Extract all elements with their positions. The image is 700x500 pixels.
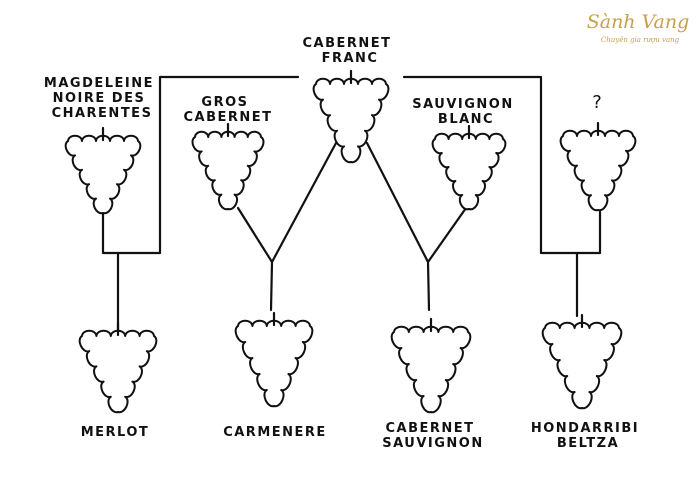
label-cabernet-franc: CABERNET FRANC <box>302 36 397 66</box>
grape-sauvignon-blanc-cluster <box>431 132 507 211</box>
logo-wordmark: Sành Vang <box>587 11 690 33</box>
label-merlot: MERLOT <box>81 425 150 440</box>
grape-clusters <box>64 69 637 414</box>
grape-unknown-icon <box>559 121 637 212</box>
grape-carmenere-cluster <box>234 319 314 408</box>
label-gros-cabernet: GROS CABERNET <box>183 95 272 125</box>
grape-gros-cabernet-icon <box>191 122 265 211</box>
grape-merlot-cluster <box>78 329 158 414</box>
grape-magdeleine-cluster <box>64 134 142 215</box>
label-unknown-parent: ? <box>592 92 602 113</box>
label-magdeleine: MAGDELEINE NOIRE DES CHARENTES <box>44 76 160 121</box>
grape-cabernet-sauvignon-icon <box>390 317 472 414</box>
grape-sauvignon-blanc-icon <box>431 124 507 211</box>
label-cabernet-sauvignon: CABERNET SAUVIGNON <box>382 421 483 451</box>
grape-cabernet-franc-cluster <box>312 77 390 164</box>
label-carmenere: CARMENERE <box>223 425 327 440</box>
edge-merlot-cross <box>101 75 300 255</box>
edge-cabsauv-cross <box>365 141 468 312</box>
grape-cabernet-franc-icon <box>312 69 390 164</box>
edge-hondarribi-cross <box>402 75 602 255</box>
label-sauvignon-blanc: SAUVIGNON BLANC <box>412 97 520 127</box>
label-hondarribi-beltza: HONDARRIBI BELTZA <box>531 421 645 451</box>
logo-tagline: Chuyên gia rượu vang <box>601 36 680 44</box>
brand-logo: Sành Vang Chuyên gia rượu vang <box>587 11 690 44</box>
grape-hondarribi-beltza-icon <box>541 313 623 410</box>
grape-gros-cabernet-cluster <box>191 130 265 211</box>
grape-merlot-icon <box>78 321 158 414</box>
grape-unknown-cluster <box>559 129 637 212</box>
parent-labels: MAGDELEINE NOIRE DES CHARENTES GROS CABE… <box>44 36 602 127</box>
edge-carmenere-cross <box>236 141 338 312</box>
offspring-labels: MERLOT CARMENERE CABERNET SAUVIGNON HOND… <box>81 421 645 451</box>
grape-magdeleine-icon <box>64 126 142 215</box>
grape-cabernet-sauvignon-cluster <box>390 325 472 414</box>
grape-carmenere-icon <box>234 311 314 408</box>
grape-hondarribi-beltza-cluster <box>541 321 623 410</box>
edges <box>101 75 602 334</box>
